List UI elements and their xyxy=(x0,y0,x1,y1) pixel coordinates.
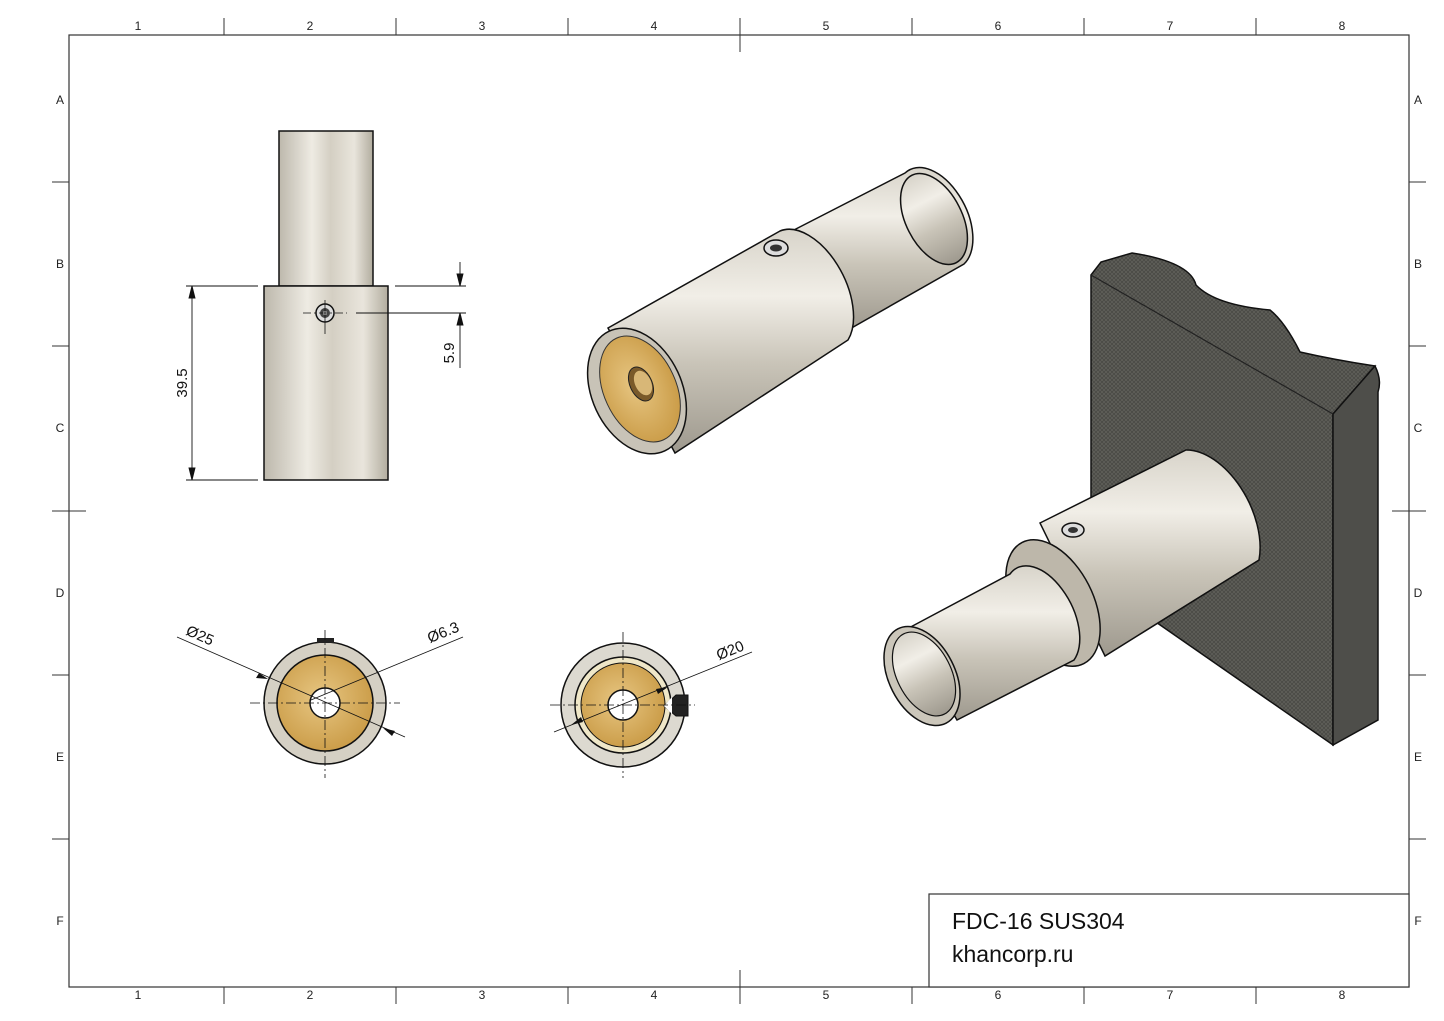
part-number: FDC-16 SUS304 xyxy=(952,908,1125,934)
col-label: 6 xyxy=(995,19,1002,33)
row-label: D xyxy=(56,586,65,600)
column-labels-top: 1 2 3 4 5 6 7 8 xyxy=(135,19,1346,33)
row-labels-right: A B C D E F xyxy=(1414,93,1423,928)
front-view: 39.5 5.9 xyxy=(174,130,466,481)
row-label: E xyxy=(1414,750,1422,764)
hole-diameter-value: Ø6.3 xyxy=(425,619,462,647)
offset-dimension xyxy=(356,262,466,368)
sheet-border xyxy=(52,18,1426,1004)
end-view-left: Ø25 Ø6.3 xyxy=(176,619,464,778)
col-label: 2 xyxy=(307,988,314,1002)
mounted-view xyxy=(883,252,1381,747)
offset-value: 5.9 xyxy=(441,343,458,364)
col-label: 8 xyxy=(1339,19,1346,33)
row-label: A xyxy=(56,93,64,107)
col-label: 8 xyxy=(1339,988,1346,1002)
inner-diameter-value: Ø20 xyxy=(714,638,747,664)
company-name: khancorp.ru xyxy=(952,941,1074,967)
row-label: F xyxy=(56,914,63,928)
col-label: 7 xyxy=(1167,19,1174,33)
row-label: C xyxy=(56,421,65,435)
row-label: C xyxy=(1414,421,1423,435)
col-label: 7 xyxy=(1167,988,1174,1002)
title-block xyxy=(928,893,1410,988)
row-label: F xyxy=(1414,914,1421,928)
col-label: 4 xyxy=(651,988,658,1002)
isometric-view xyxy=(586,166,974,455)
col-label: 5 xyxy=(823,988,830,1002)
row-labels-left: A B C D E F xyxy=(56,93,65,928)
col-label: 6 xyxy=(995,988,1002,1002)
row-label: E xyxy=(56,750,64,764)
end-view-right: Ø20 xyxy=(550,632,753,778)
col-label: 2 xyxy=(307,19,314,33)
col-label: 1 xyxy=(135,19,142,33)
outer-diameter-value: Ø25 xyxy=(183,622,216,649)
column-labels-bottom: 1 2 3 4 5 6 7 8 xyxy=(135,988,1346,1002)
col-label: 4 xyxy=(651,19,658,33)
col-label: 3 xyxy=(479,988,486,1002)
col-label: 3 xyxy=(479,19,486,33)
row-label: B xyxy=(1414,257,1422,271)
row-label: B xyxy=(56,257,64,271)
col-label: 1 xyxy=(135,988,142,1002)
length-dimension xyxy=(186,285,258,481)
row-label: D xyxy=(1414,586,1423,600)
col-label: 5 xyxy=(823,19,830,33)
row-label: A xyxy=(1414,93,1422,107)
length-value: 39.5 xyxy=(174,368,191,397)
